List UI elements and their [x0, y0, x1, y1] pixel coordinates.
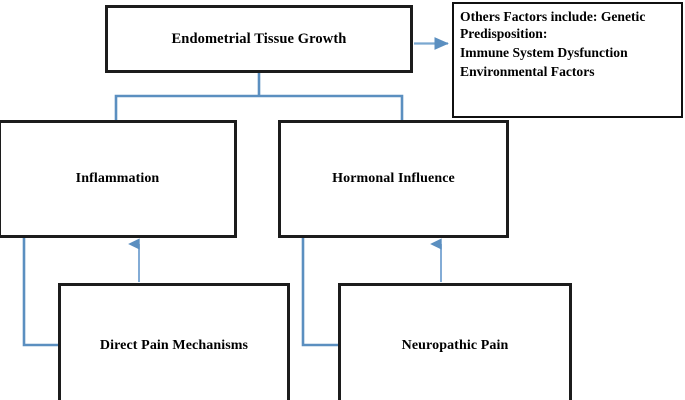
node-endometrial-tissue-growth[interactable]: Endometrial Tissue Growth	[105, 5, 413, 73]
note-line-3: Environmental Factors	[460, 64, 595, 80]
node-inflammation[interactable]: Inflammation	[0, 120, 237, 238]
node-label: Hormonal Influence	[332, 171, 455, 187]
note-other-factors[interactable]: Others Factors include: Genetic Predispo…	[452, 2, 683, 118]
node-label: Inflammation	[75, 171, 160, 187]
note-line-2: Immune System Dysfunction	[460, 45, 628, 61]
connector-hormonal-to-neuropathic	[301, 236, 342, 347]
connector-root-to-children	[114, 71, 404, 123]
connector-inflammation-to-direct-pain	[22, 236, 62, 347]
node-label: Direct Pain Mechanisms	[99, 337, 249, 353]
node-label: Neuropathic Pain	[401, 337, 509, 353]
node-direct-pain-mechanisms[interactable]: Direct Pain Mechanisms	[58, 283, 290, 400]
node-hormonal-influence[interactable]: Hormonal Influence	[278, 120, 509, 238]
note-line-1: Others Factors include: Genetic Predispo…	[460, 9, 646, 42]
node-label: Endometrial Tissue Growth	[171, 30, 347, 47]
node-neuropathic-pain[interactable]: Neuropathic Pain	[338, 283, 572, 400]
